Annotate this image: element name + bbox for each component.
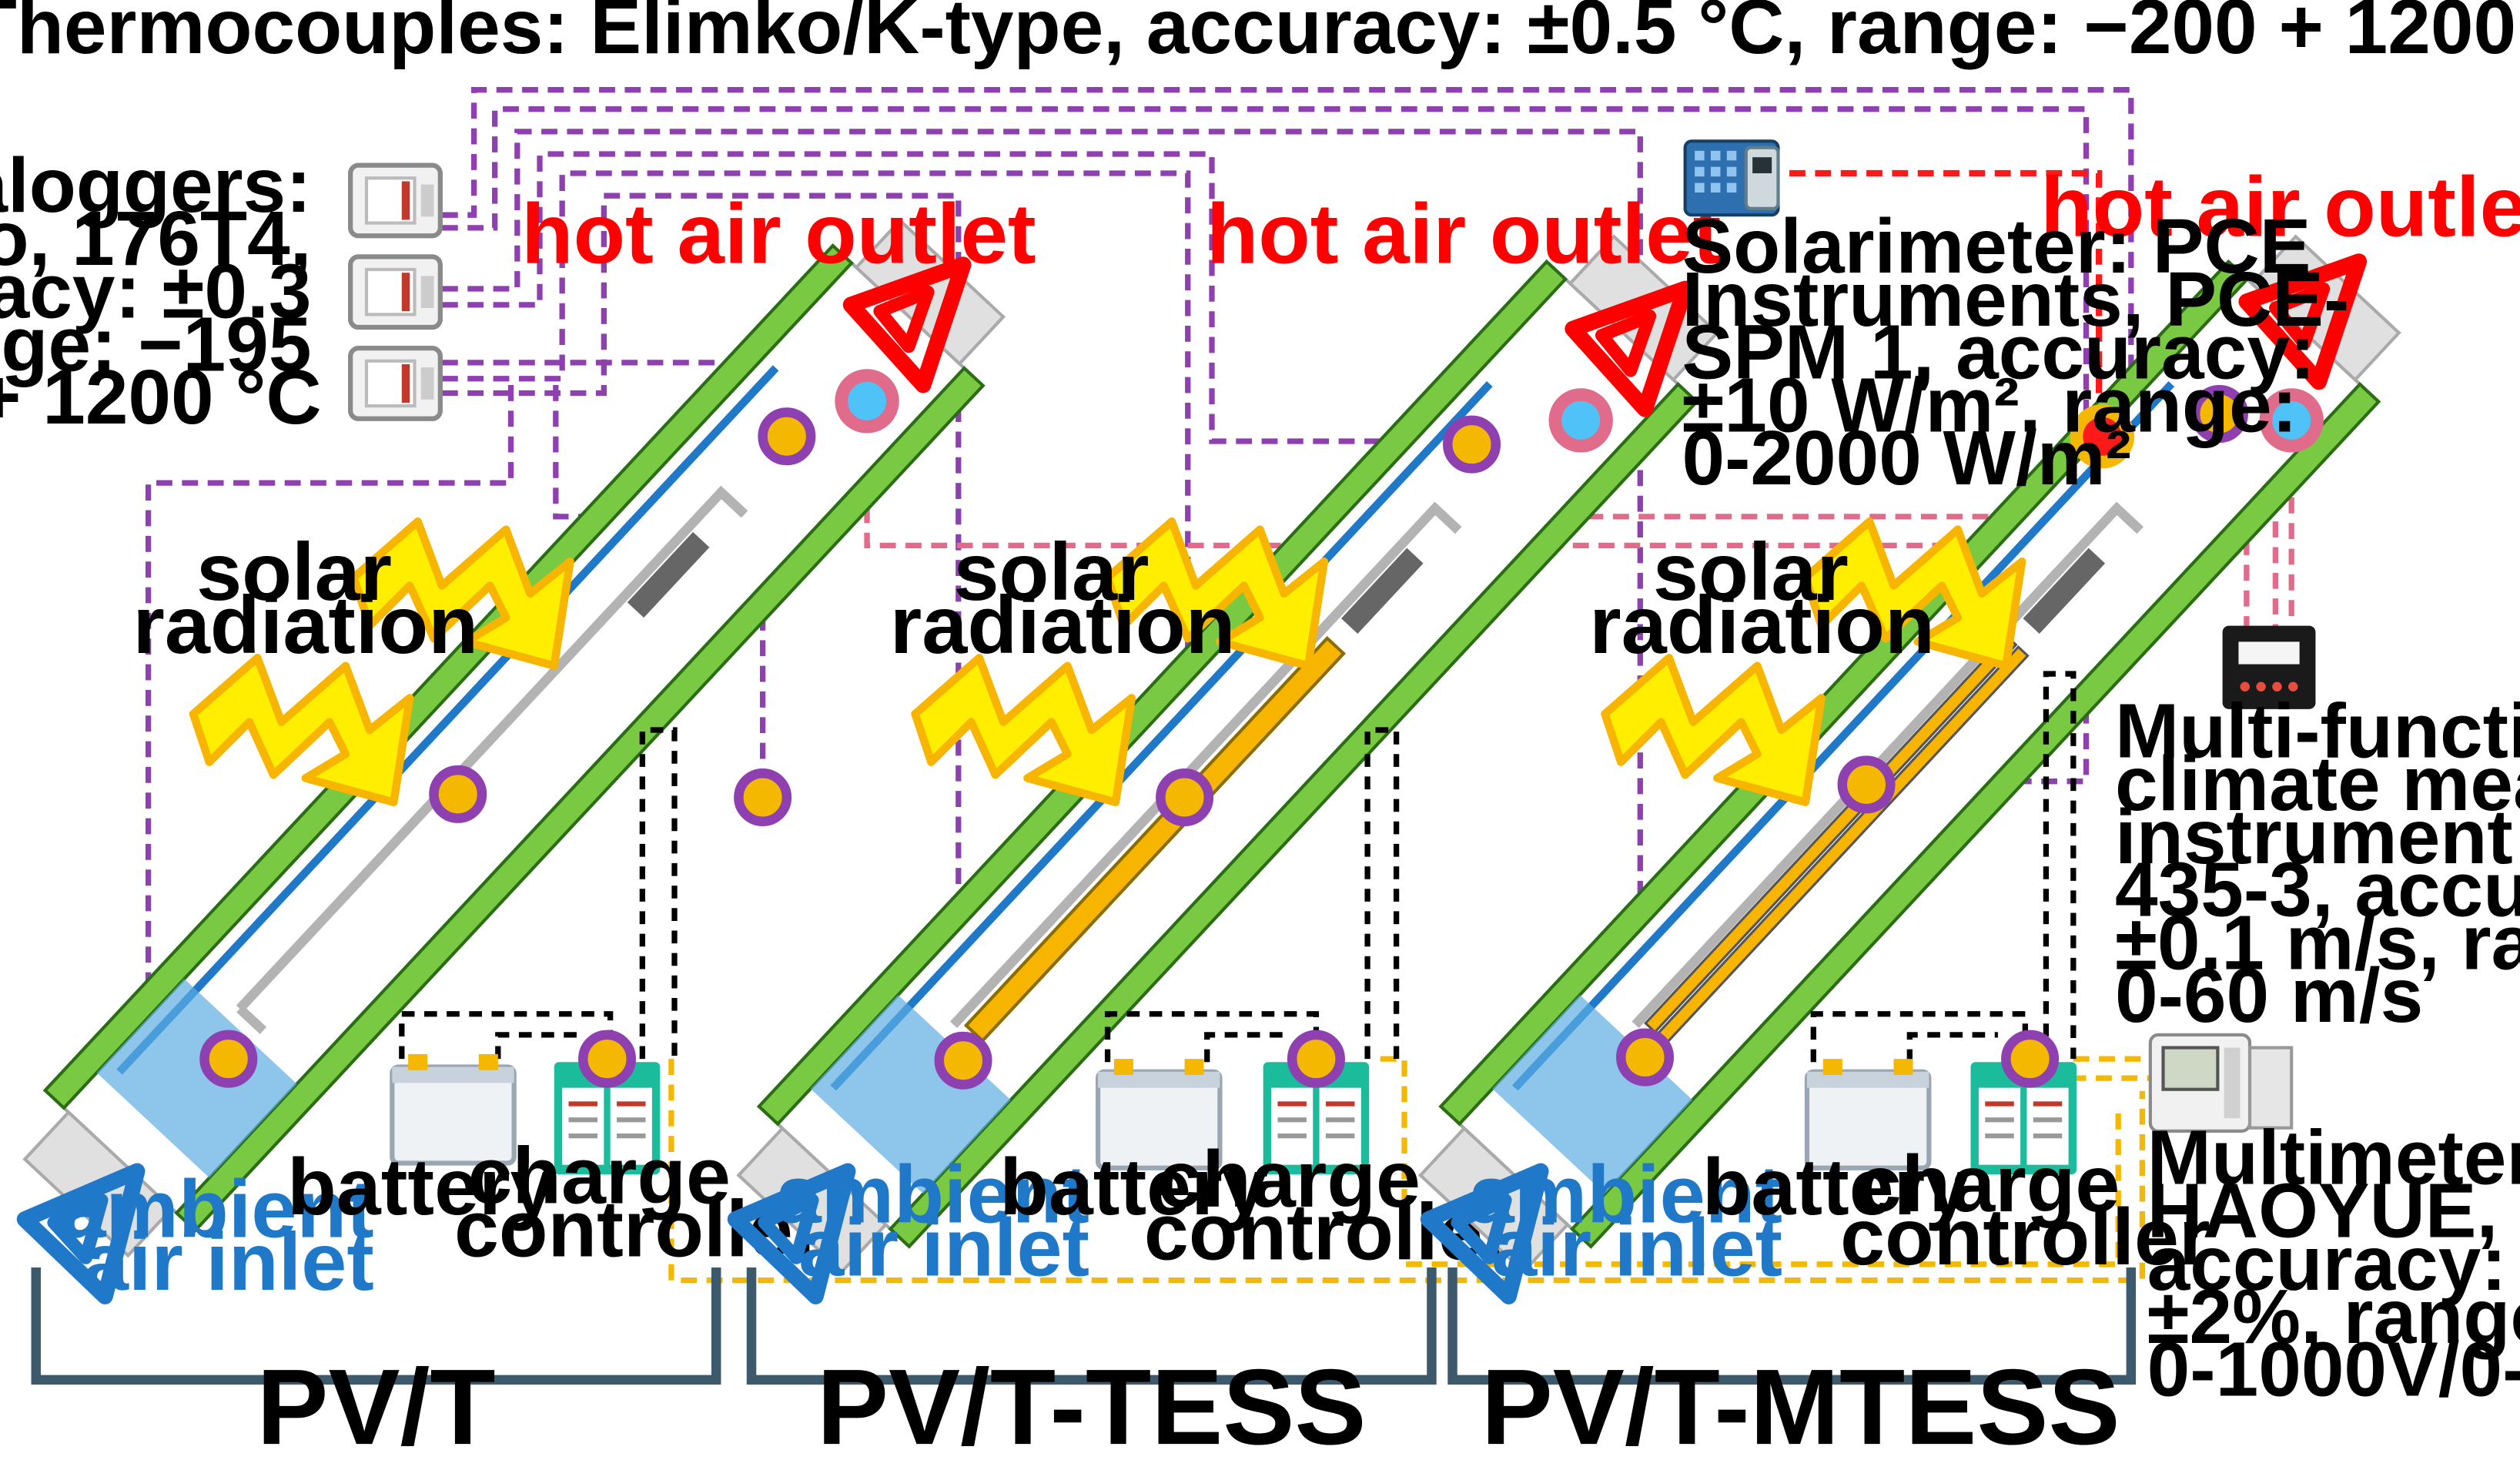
solarimeter-label-line: SPM 1, accuracy: (1682, 310, 2315, 396)
thermocouple-marker (763, 412, 812, 460)
system-pvt: hot air outlet solar radiation ambient a… (2, 187, 1036, 1460)
system-name-label: PV/T (256, 1347, 495, 1460)
solar-radiation-icon (193, 658, 410, 802)
datalogger-icon (350, 166, 440, 236)
thermocouple-marker (1842, 761, 1891, 809)
thermocouple-marker (939, 1036, 988, 1085)
system-name-label: PV/T-TESS (817, 1347, 1367, 1460)
dataloggers-label-line: Dataloggers: (0, 142, 311, 229)
controller-label-line: charge (1857, 1140, 2120, 1229)
multimeter-label-line: accuracy: ±0.8%/ (2147, 1221, 2520, 1307)
tc-wire-6 (441, 193, 962, 1058)
datalogger-devices (350, 166, 440, 419)
solar-radiation-icon (915, 658, 1132, 802)
thermocouples-label: Thermocouples: Elimko/K-type, accuracy: … (0, 0, 2520, 70)
system-bracket (1447, 1267, 2137, 1385)
hot-air-outlet-label: hot air outlet (1206, 187, 1722, 282)
ambient-label-line: ambient (60, 1163, 373, 1254)
ambient-label-line: ambient (776, 1149, 1089, 1241)
climate-label-line: Multi-function (2115, 688, 2520, 774)
system-pvt-tess: hot air outlet solar radiation ambient a… (715, 187, 1722, 1460)
datalogger-icon (350, 256, 440, 327)
solarimeter-label-line: ±10 W/m², range: (1682, 362, 2297, 448)
ambient-label-line: air inlet (83, 1216, 374, 1308)
thermocouple-marker (1621, 1033, 1669, 1082)
ambient-air-inlet-label: ambient air inlet (60, 1163, 397, 1308)
climate-label-line: 435-3, accuracy: (2115, 847, 2520, 933)
tc-wire-5 (441, 170, 1191, 792)
solarimeter-label-line: Instruments, PCE- (1682, 256, 2349, 343)
system-pvt-mtess: hot air outlet solar radiation ambient a… (1417, 159, 2520, 1460)
battery-label: battery (999, 1143, 1267, 1232)
tc-wire-4 (441, 151, 1469, 444)
controller-label-line: charge (467, 1132, 731, 1221)
collector-1 (22, 218, 1006, 1258)
climate-label-line: instrument: Testo, (2115, 794, 2520, 880)
climate-label-line: climate measuring (2115, 741, 2520, 827)
multimeter-label-line: HAOYUE, MY-62, (2147, 1167, 2520, 1254)
dataloggers-label-line: °C, range: −195 (0, 301, 311, 387)
thermocouple-marker (738, 773, 787, 822)
controller-label-line: charge (1157, 1135, 1421, 1224)
solarimeter-label-line: 0-2000 W/m² (1682, 415, 2131, 501)
hot-air-outlet-label: hot air outlet (521, 187, 1036, 282)
multimeter-label-line: Multimeter: (2147, 1115, 2520, 1201)
ambient-air-inlet-label: ambient air inlet (1469, 1149, 1805, 1294)
solarimeter-device-icon (1683, 139, 1780, 217)
solar-label-line: solar (953, 526, 1149, 618)
solar-radiation-label: solar radiation (1589, 526, 1935, 671)
multimeter-label-line: 0-1000V/0-10A (2147, 1327, 2520, 1413)
multimeter-label-line: ±2%, range: (2147, 1274, 2520, 1360)
solar-label-line: radiation (132, 579, 478, 671)
charge-controller-label: charge controller (1840, 1140, 2210, 1282)
battery-label: battery (1702, 1143, 1969, 1232)
solar-radiation-label: solar radiation (132, 526, 478, 671)
collector-2 (736, 234, 1720, 1274)
climate-label-line: 0-60 m/s (2115, 953, 2423, 1039)
thermocouple-marker (2006, 1035, 2054, 1083)
ambient-label-line: air inlet (1491, 1201, 1782, 1293)
climate-label-line: ±0.1 m/s, range: (2115, 899, 2520, 986)
climate-instrument-label: Multi-function climate measuring instrum… (2115, 688, 2520, 1039)
solarimeter-label: Solarimeter: PCE Instruments, PCE- SPM 1… (1682, 203, 2371, 501)
solar-label-line: radiation (1589, 579, 1935, 671)
tc-wire-2 (441, 106, 2090, 785)
tc-wire-3 (441, 129, 1643, 1053)
dataloggers-label: Dataloggers: Testo, 176T4, accuracy: ±0.… (0, 142, 333, 440)
dataloggers-label-line: Testo, 176T4, (0, 196, 311, 282)
thermocouple-marker (583, 1035, 631, 1083)
tc-wire-1 (441, 87, 2223, 414)
system-bracket (746, 1267, 1437, 1385)
collector-3 (1417, 234, 2401, 1274)
system-name-label: PV/T-MTESS (1481, 1347, 2120, 1460)
dataloggers-label-line: accuracy: ±0.3 (0, 249, 311, 335)
ambient-air-inlet-label: ambient air inlet (776, 1149, 1113, 1294)
solarimeter-wire (1789, 169, 2103, 437)
system-bracket (31, 1267, 721, 1385)
climate-instrument-icon (2222, 625, 2316, 709)
thermocouple-marker (1447, 420, 1496, 469)
thermocouple-marker (433, 770, 482, 819)
solarimeter-sensor-marker (2070, 404, 2135, 469)
solar-label-line: radiation (890, 579, 1236, 671)
climate-sensor-marker (1555, 395, 1607, 447)
solarimeter-label-line: Solarimeter: PCE (1682, 203, 2311, 290)
ambient-label-line: ambient (1469, 1149, 1782, 1241)
dataloggers-label-line: + 1200 °C (0, 354, 322, 440)
datalogger-icon (350, 348, 440, 419)
battery-label: battery (287, 1143, 554, 1232)
thermocouple-marker (1160, 773, 1209, 822)
hot-air-outlet-label: hot air outlet (2040, 159, 2520, 254)
ambient-label-line: air inlet (798, 1201, 1089, 1293)
solar-label-line: solar (196, 526, 392, 618)
solar-radiation-label: solar radiation (890, 526, 1236, 671)
multimeter-label: Multimeter: HAOYUE, MY-62, accuracy: ±0.… (2147, 1115, 2520, 1413)
thermocouple-marker (1292, 1035, 1340, 1083)
solar-label-line: solar (1653, 526, 1849, 618)
controller-label-line: controller (1840, 1193, 2210, 1282)
thermocouple-marker (205, 1035, 253, 1083)
climate-sensor-marker (842, 376, 893, 427)
multimeter-icon (2148, 1033, 2294, 1133)
